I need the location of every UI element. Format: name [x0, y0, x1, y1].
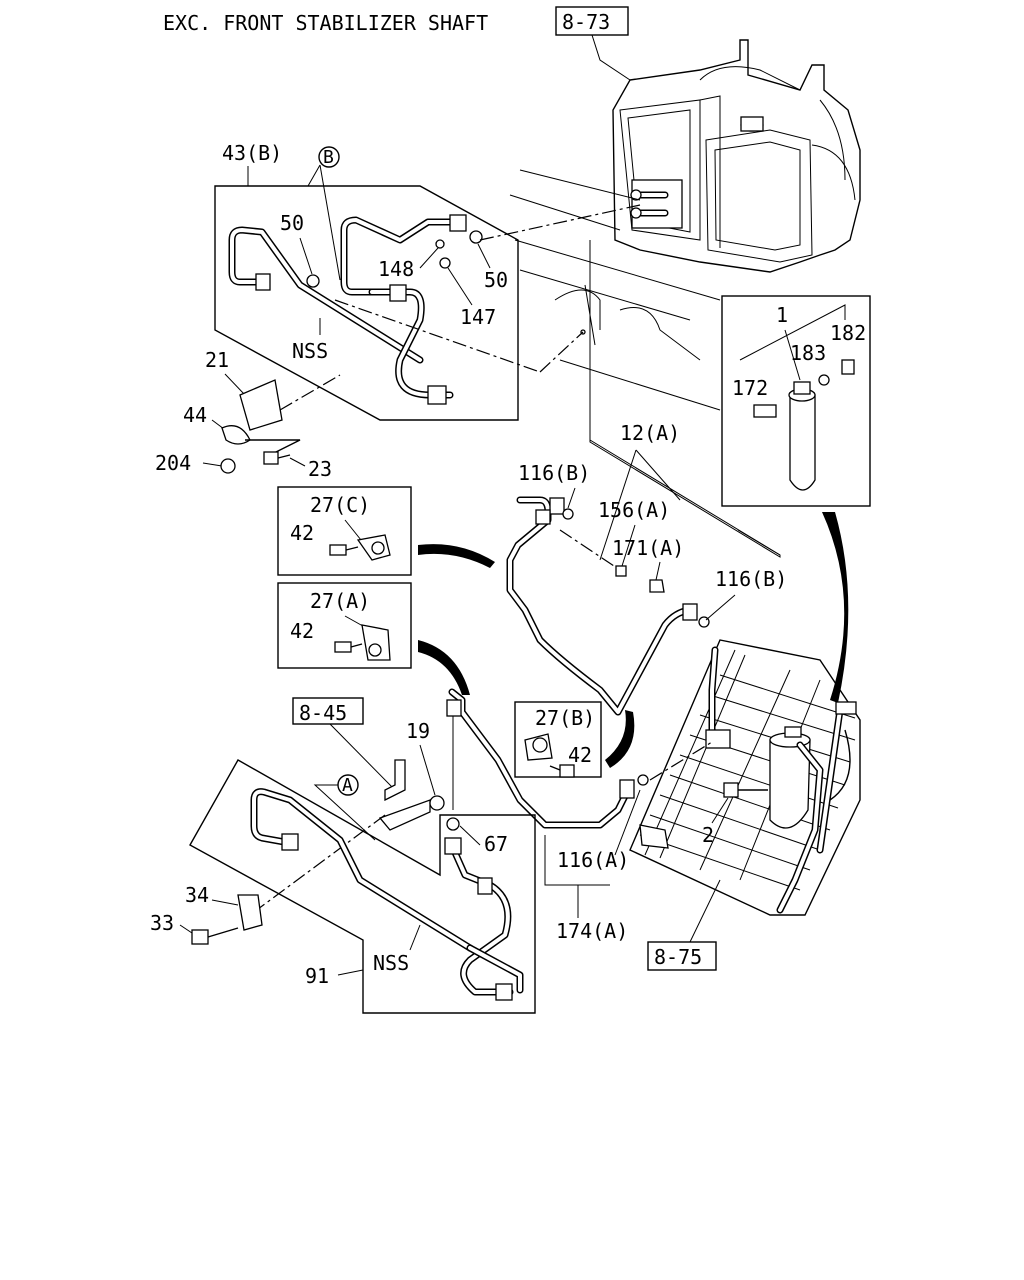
callout-44: 44 [183, 403, 207, 427]
callout-172: 172 [732, 376, 768, 400]
ref-box-8-75 [647, 941, 717, 971]
callout-67: 67 [484, 832, 508, 856]
marker-b-circle [318, 146, 340, 168]
receiver-on-condenser [769, 739, 811, 829]
o-ring-50-right [469, 230, 483, 244]
callout-182: 182 [830, 321, 866, 345]
ref-8-75-label: 8-75 [654, 945, 702, 969]
pipe-12a-group: 12(A) 116(B) 156(A) 171(A) 116(B) [506, 240, 787, 716]
nut-19 [429, 795, 445, 811]
ref-box-8-45 [292, 697, 364, 725]
detail-27c: 27(C) 42 [277, 486, 495, 576]
callout-50-right: 50 [484, 268, 508, 292]
callout-156a: 156(A) [598, 498, 670, 522]
callout-42-b: 42 [290, 619, 314, 643]
ref-8-73-label: 8-73 [562, 10, 610, 34]
pipe-nut-left [255, 273, 271, 291]
callout-171a: 171(A) [612, 536, 684, 560]
callout-19: 19 [406, 719, 430, 743]
callout-2: 2 [702, 823, 714, 847]
callout-27c: 27(C) [310, 493, 370, 517]
o-ring-50-left [306, 274, 320, 288]
evaporator-unit-drawing: 8-73 [555, 6, 861, 273]
receiver-drier [789, 394, 816, 491]
callout-34: 34 [185, 883, 209, 907]
arrow-27a [418, 640, 470, 695]
bolt-33 [191, 929, 209, 945]
callout-204: 204 [155, 451, 191, 475]
callout-27a: 27(A) [310, 589, 370, 613]
callout-116b-top: 116(B) [518, 461, 590, 485]
group-43b: 43(B) B 50 148 50 147 NSS [214, 141, 641, 421]
body-panel-lines [509, 169, 721, 411]
callout-a: A [342, 775, 353, 796]
callout-b: B [323, 147, 334, 168]
callout-1: 1 [776, 303, 788, 327]
bracket-21-group: 21 44 204 23 [155, 348, 341, 481]
callout-43b: 43(B) [222, 141, 282, 165]
callout-183: 183 [790, 341, 826, 365]
callout-91: 91 [305, 964, 329, 988]
callout-174a: 174(A) [556, 919, 628, 943]
pipe-174a-group: 116(A) 174(A) 27(B) 42 [446, 688, 713, 943]
callout-nss-top: NSS [292, 339, 328, 363]
condenser-drawing: 2 8-75 [629, 639, 861, 971]
diagram-title: EXC. FRONT STABILIZER SHAFT [163, 11, 488, 35]
callout-33: 33 [150, 911, 174, 935]
bolt-2 [723, 782, 739, 798]
callout-50-left: 50 [280, 211, 304, 235]
callout-23: 23 [308, 457, 332, 481]
receiver-drier-detail: 1 182 183 172 [721, 295, 871, 703]
callout-12a: 12(A) [620, 421, 680, 445]
callout-27b: 27(B) [535, 706, 595, 730]
ring-183 [818, 374, 830, 386]
callout-42-c: 42 [568, 743, 592, 767]
callout-21: 21 [205, 348, 229, 372]
arrow-to-condenser [822, 512, 849, 703]
switch-172 [753, 404, 777, 418]
detail-27a: 27(A) 42 [277, 582, 470, 695]
ref-8-45-label: 8-45 [299, 701, 347, 725]
callout-116a: 116(A) [557, 848, 629, 872]
detail-box-1 [721, 295, 871, 507]
callout-42-a: 42 [290, 521, 314, 545]
o-ring-67 [446, 817, 460, 831]
group-91: 8-45 19 A 67 NSS 91 34 33 [150, 697, 536, 1014]
callout-116b-right: 116(B) [715, 567, 787, 591]
nut-204 [220, 458, 236, 474]
arrow-27b [605, 710, 635, 768]
detail-27b [514, 701, 602, 778]
callout-nss-bottom: NSS [373, 951, 409, 975]
fitting-182 [841, 359, 855, 375]
arrow-27c [418, 544, 495, 568]
callout-147: 147 [460, 305, 496, 329]
callout-148: 148 [378, 257, 414, 281]
